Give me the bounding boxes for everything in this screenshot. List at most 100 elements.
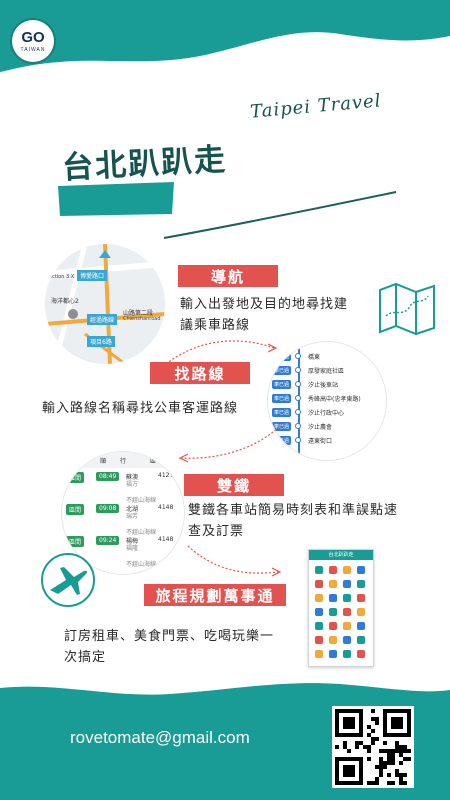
script-title: Taipei Travel xyxy=(249,90,383,123)
qr-module xyxy=(343,745,347,749)
phone-app-icon xyxy=(315,650,323,658)
timetable-train-type: 區間 xyxy=(66,504,85,515)
route-stop-dot xyxy=(295,353,301,359)
qr-module xyxy=(371,737,375,741)
contact-email[interactable]: rovetomate@gmail.com xyxy=(70,728,250,747)
qr-module xyxy=(379,765,383,769)
phone-app-icon xyxy=(343,622,351,630)
qr-module xyxy=(403,745,407,749)
qr-module xyxy=(367,781,371,785)
route-stop-badge: 車已過 xyxy=(272,436,292,445)
timetable-sub: 不經山海線 xyxy=(126,497,157,504)
timetable-sub: 不經山海線 xyxy=(126,561,157,568)
qr-code[interactable] xyxy=(332,706,414,788)
phone-app-icon xyxy=(329,636,337,644)
timetable-header: 順 行 區 xyxy=(62,452,184,468)
feature-ribbon-rail: 雙鐵 xyxy=(184,474,284,496)
route-stop-name[interactable]: 秀峰高中(忠孝東路) xyxy=(308,396,361,403)
timetable-station: 蘇澳 xyxy=(126,474,139,481)
dotted-connector-1 xyxy=(165,340,278,365)
phone-app-title: 台北趴趴走 xyxy=(309,550,373,560)
map-label-boai: 博愛路口 xyxy=(77,270,108,281)
timetable-sub: 福隆 xyxy=(126,545,139,552)
route-stop-name[interactable]: 汐止農會 xyxy=(308,424,333,431)
route-stop-badge: 車已過 xyxy=(272,422,292,431)
qr-code-pattern xyxy=(335,709,411,785)
timetable-train-type: 區間 xyxy=(66,536,85,547)
route-stop-name[interactable]: 汐止後車站 xyxy=(308,382,339,389)
qr-module xyxy=(403,781,407,785)
map-label-section: ection 3 X xyxy=(49,274,75,280)
feature-desc-trip-line-2: 次搞定 xyxy=(64,650,107,665)
qr-module xyxy=(379,769,383,773)
timetable-train-number: 4127 xyxy=(158,472,174,479)
logo-main-text: GO xyxy=(21,28,45,46)
folded-map-icon xyxy=(379,282,435,336)
qr-module xyxy=(407,749,411,753)
phone-app-icon xyxy=(315,594,323,602)
qr-module xyxy=(383,749,387,753)
qr-module xyxy=(387,773,391,777)
dotted-connector-2 xyxy=(178,423,283,463)
map-label-route: 經過路線 xyxy=(87,314,118,325)
phone-app-icon xyxy=(315,636,323,644)
phone-app-icon xyxy=(343,580,351,588)
phone-app-icon xyxy=(329,594,337,602)
phone-app-icon xyxy=(343,636,351,644)
qr-module xyxy=(395,749,399,753)
phone-app-icon xyxy=(357,580,365,588)
timetable-station: 北湖 xyxy=(126,506,139,513)
qr-module xyxy=(375,737,379,741)
qr-finder-module xyxy=(343,717,355,729)
phone-app-icon xyxy=(343,594,351,602)
route-stop-dot xyxy=(295,367,301,373)
dotted-connector-3 xyxy=(187,545,282,577)
qr-module xyxy=(391,753,395,757)
feature-desc-route-line-1: 輸入路線名稱尋找公車客運路線 xyxy=(42,401,239,416)
qr-module xyxy=(391,757,395,761)
top-wave-background xyxy=(0,0,450,72)
qr-module xyxy=(395,773,399,777)
phone-app-icon xyxy=(357,594,365,602)
decorative-curve-line xyxy=(163,191,397,239)
qr-module xyxy=(375,721,379,725)
qr-module xyxy=(391,749,395,753)
timetable-sub: 瑞芳 xyxy=(126,513,139,520)
timetable-station: 楊梅 xyxy=(126,538,139,545)
qr-module xyxy=(367,749,371,753)
phone-app-icon xyxy=(329,608,337,616)
go-taiwan-logo[interactable]: GO TAIWAN xyxy=(12,20,54,62)
phone-app-icon xyxy=(357,608,365,616)
qr-finder-module xyxy=(391,717,403,729)
timetable-time: 09:08 xyxy=(96,504,120,513)
qr-module xyxy=(395,741,399,745)
map-label-road2: 山路第二段 xyxy=(123,310,154,317)
route-stop-badge: 車已過 xyxy=(272,394,292,403)
airplane-icon xyxy=(41,553,95,607)
qr-module xyxy=(367,733,371,737)
phone-app-icon xyxy=(315,622,323,630)
route-stop-name[interactable]: 橋東 xyxy=(308,354,321,361)
feature-desc-navigation-line-1: 輸入出發地及目的地尋找建 xyxy=(180,297,349,312)
feature-desc-navigation: 輸入出發地及目的地尋找建 議乘車路線 xyxy=(180,294,380,336)
qr-module xyxy=(387,757,391,761)
qr-module xyxy=(367,745,371,749)
route-list-preview-image: 車已過橋東車已過厚發家庭社區車已過汐止後車站車已過秀峰高中(忠孝東路)車已過汐止… xyxy=(268,342,386,460)
qr-module xyxy=(371,741,375,745)
route-stop-name[interactable]: 厚發家庭社區 xyxy=(308,368,345,375)
qr-module xyxy=(407,757,411,761)
qr-module xyxy=(363,745,367,749)
phone-app-icon xyxy=(357,650,365,658)
route-stop-dot xyxy=(295,381,301,387)
timetable-header-col-1: 順 xyxy=(100,458,107,465)
feature-ribbon-route: 找路線 xyxy=(150,362,250,384)
qr-module xyxy=(399,781,403,785)
qr-module xyxy=(399,753,403,757)
qr-module xyxy=(379,757,383,761)
qr-finder-module xyxy=(343,765,355,777)
route-stop-badge: 車已過 xyxy=(272,352,292,361)
route-stop-name[interactable]: 汐止行政中心 xyxy=(308,410,345,417)
phone-app-icon xyxy=(343,608,351,616)
route-stop-name[interactable]: 遠東街口 xyxy=(308,438,333,445)
